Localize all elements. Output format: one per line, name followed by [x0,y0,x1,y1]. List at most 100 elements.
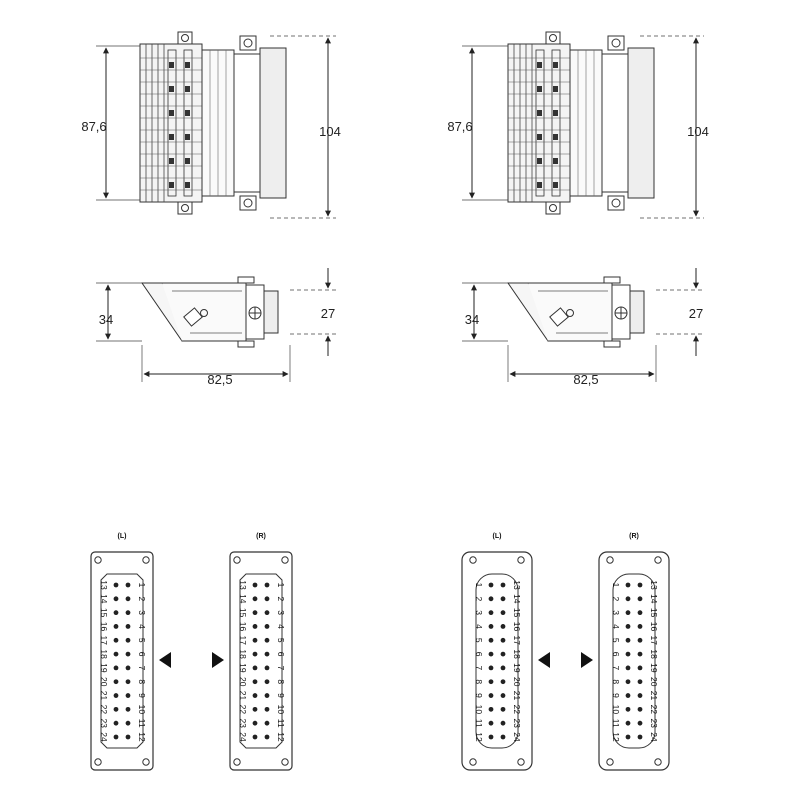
pin-hole [125,610,131,616]
pin-hole [252,637,258,643]
pin-number: 23 [99,718,109,728]
pin-hole [637,706,643,712]
pin-hole [252,596,258,602]
pin-hole [488,665,494,671]
pin-hole [125,679,131,685]
top-view-left: 87,6 104 [81,31,341,219]
pin-hole [113,610,119,616]
pin-number: 21 [238,691,248,701]
coding-arrow-icon [159,652,171,668]
coding-arrow-icon [581,652,593,668]
pin-hole [625,637,631,643]
pin-number: 12 [474,732,484,742]
dim-side-width: 82,5 [207,372,232,387]
pin-hole [252,651,258,657]
mounting-hole [94,556,102,564]
pin-hole [625,720,631,726]
dim-height-outer: 104 [319,124,341,139]
pin-number: 22 [99,705,109,715]
pin-number: 17 [238,636,248,646]
pin-number: 18 [649,649,659,659]
pin-hole [637,651,643,657]
pin-number: 23 [512,718,522,728]
pin-number: 2 [611,596,621,601]
pin-number: 19 [649,663,659,673]
pin-number: 8 [474,679,484,684]
pin-number: 12 [137,732,147,742]
pin-number: 7 [276,666,286,671]
pin-hole [625,624,631,629]
pin-number: 14 [238,594,248,604]
pin-hole [625,706,631,712]
pin-hole [625,734,631,740]
side-label: (R) [629,533,639,540]
pin-number: 9 [137,693,147,698]
pin-hole [125,624,131,629]
pin-hole [500,679,506,685]
pin-hole [264,665,270,671]
pin-hole [488,720,494,726]
pin-layouts: (L)⏚131142153164175186197208219221023112… [90,533,670,771]
pin-number: 21 [99,691,109,701]
side-view-left: 34 27 82,5 [96,268,336,387]
pin-hole [264,679,270,685]
pin-hole [125,720,131,726]
pin-number: 24 [99,732,109,742]
pin-hole [637,624,643,629]
mounting-hole [517,758,525,766]
pin-number: 16 [649,622,659,632]
side-label: (L) [118,533,127,540]
pin-hole [252,665,258,671]
pin-number: 14 [512,594,522,604]
side-label: (L) [493,533,502,540]
pin-number: 22 [512,705,522,715]
pin-hole [264,734,270,740]
pin-hole [252,734,258,740]
dim-height-inner: 87,6 [81,119,106,134]
pin-hole [637,693,643,698]
pin-hole [488,734,494,740]
pin-hole [488,596,494,602]
pin-hole [113,651,119,657]
pin-hole [113,624,119,629]
pin-hole [637,582,643,588]
pin-number: 21 [649,691,659,701]
mounting-hole [281,556,289,564]
pin-number: 17 [512,636,522,646]
pin-number: 19 [512,663,522,673]
coding-arrow-icon [538,652,550,668]
pin-hole [252,624,258,629]
pin-hole [264,582,270,588]
dim-height-inner: 87,6 [447,119,472,134]
pin-number: 8 [276,679,286,684]
pin-number: 3 [137,610,147,615]
pin-number: 10 [611,705,621,715]
pin-hole [488,582,494,588]
pin-hole [125,582,131,588]
pin-number: 14 [99,594,109,604]
pin-hole [264,651,270,657]
mounting-hole [233,758,241,766]
pin-number: 24 [649,732,659,742]
pin-number: 7 [137,666,147,671]
pin-hole [488,679,494,685]
pin-hole [637,637,643,643]
pin-number: 5 [474,638,484,643]
pin-number: 3 [474,610,484,615]
pin-number: 21 [512,691,522,701]
pin-number: 17 [99,636,109,646]
mounting-hole [94,758,102,766]
pin-number: 23 [649,718,659,728]
pin-hole [125,693,131,698]
pin-number: 8 [137,679,147,684]
mounting-hole [654,556,662,564]
mounting-hole [281,758,289,766]
pin-hole [637,679,643,685]
pin-hole [125,665,131,671]
dim-side-height-right: 27 [689,306,703,321]
side-label: (R) [256,533,266,540]
pin-hole [113,637,119,643]
pin-number: 24 [512,732,522,742]
pin-number: 13 [512,580,522,590]
